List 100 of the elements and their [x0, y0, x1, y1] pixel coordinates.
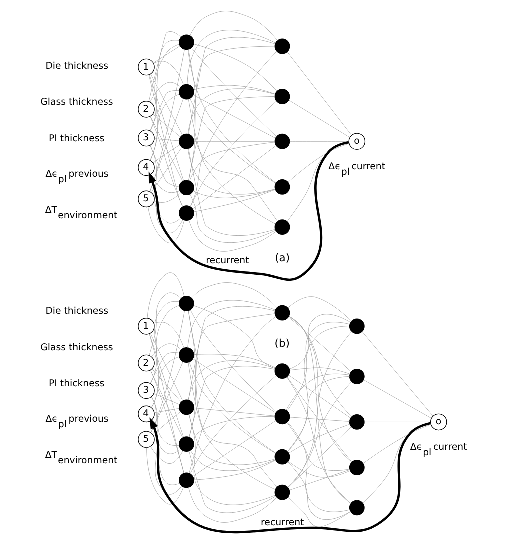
- connector: [187, 30, 276, 85]
- connector: [154, 138, 180, 142]
- node-circle: 4: [138, 159, 155, 176]
- connector: [192, 282, 278, 308]
- connector: [190, 450, 276, 472]
- connector: [190, 11, 278, 42]
- connector: [190, 142, 276, 182]
- node-circle: 1: [138, 318, 155, 335]
- connector: [192, 416, 276, 440]
- connector: [288, 316, 352, 464]
- connector: [188, 310, 276, 454]
- connector: [151, 147, 182, 194]
- node-circle: [349, 460, 365, 476]
- connector: [287, 322, 350, 412]
- node-label: Glass thickness: [40, 97, 114, 108]
- node-circle: 3: [138, 130, 155, 147]
- connector: [193, 420, 276, 477]
- connector: [194, 354, 276, 368]
- node-circle: [349, 368, 365, 384]
- connector: [288, 497, 352, 528]
- node-circle: 1: [138, 58, 155, 76]
- edge-label: recurrent: [206, 256, 250, 267]
- connector: [188, 99, 276, 224]
- connector: [149, 74, 184, 182]
- node-circle: [274, 409, 290, 425]
- connector: [188, 88, 276, 134]
- connector: [194, 190, 276, 212]
- connector: [150, 82, 182, 102]
- connector: [288, 461, 351, 478]
- connector: [147, 272, 185, 319]
- node-circle: [349, 414, 365, 430]
- connector: [150, 446, 184, 464]
- connector: [189, 366, 276, 438]
- connector: [148, 207, 185, 244]
- node-circle: [179, 180, 194, 196]
- node-label: Glass thickness: [40, 342, 114, 354]
- connector: [148, 32, 182, 102]
- connector: [289, 470, 350, 491]
- connector: [188, 306, 276, 400]
- connector: [146, 448, 184, 505]
- label: (b): [274, 337, 290, 350]
- connector: [290, 417, 350, 422]
- connector: [194, 141, 276, 142]
- connector: [192, 48, 277, 137]
- node-label: PI thickness: [49, 133, 105, 144]
- node-circle: [274, 305, 290, 321]
- node-circle: [274, 449, 290, 465]
- node-circle: [274, 89, 290, 104]
- connector: [149, 334, 184, 438]
- connector: [189, 362, 276, 454]
- node-circle: o: [348, 133, 366, 150]
- connector: [154, 322, 184, 348]
- connector: [289, 316, 352, 504]
- connector: [188, 148, 276, 236]
- connector: [150, 362, 184, 433]
- connector: [152, 368, 182, 402]
- connector: [287, 376, 352, 463]
- connector: [188, 362, 276, 490]
- node-circle: [274, 134, 290, 150]
- connector: [288, 296, 352, 322]
- connector: [148, 74, 183, 207]
- node-circle: [349, 500, 365, 516]
- connector: [290, 368, 350, 374]
- node-circle: [274, 364, 290, 380]
- node-circle: [179, 400, 194, 416]
- connector: [193, 189, 276, 198]
- connector: [188, 300, 276, 348]
- connector: [362, 332, 434, 417]
- node-circle: [179, 472, 194, 488]
- connector: [150, 116, 184, 207]
- node-circle: 2: [138, 101, 155, 118]
- node-circle: [179, 134, 194, 150]
- connector: [286, 374, 350, 411]
- node-circle: [274, 220, 290, 236]
- connector: [190, 310, 277, 412]
- connector: [151, 344, 182, 358]
- connector: [288, 144, 350, 183]
- connector: [193, 95, 276, 139]
- connector: [188, 487, 278, 523]
- node-circle: [179, 296, 194, 312]
- connector: [290, 141, 350, 142]
- connector: [288, 382, 352, 488]
- connector: [288, 375, 351, 418]
- connector: [194, 460, 276, 480]
- connector: [151, 397, 180, 446]
- connector: [188, 37, 276, 135]
- connector: [150, 40, 180, 132]
- connector: [288, 326, 350, 452]
- connector: [150, 49, 185, 192]
- connector: [150, 352, 180, 384]
- connector: [150, 145, 182, 224]
- connector: [190, 376, 277, 474]
- connector: [188, 360, 276, 400]
- connector: [192, 146, 277, 210]
- node-circle: [274, 484, 290, 500]
- connector: [188, 414, 276, 466]
- connector: [190, 101, 277, 207]
- node-circle: [179, 348, 194, 363]
- node-circle: [274, 38, 290, 54]
- connector: [150, 333, 184, 402]
